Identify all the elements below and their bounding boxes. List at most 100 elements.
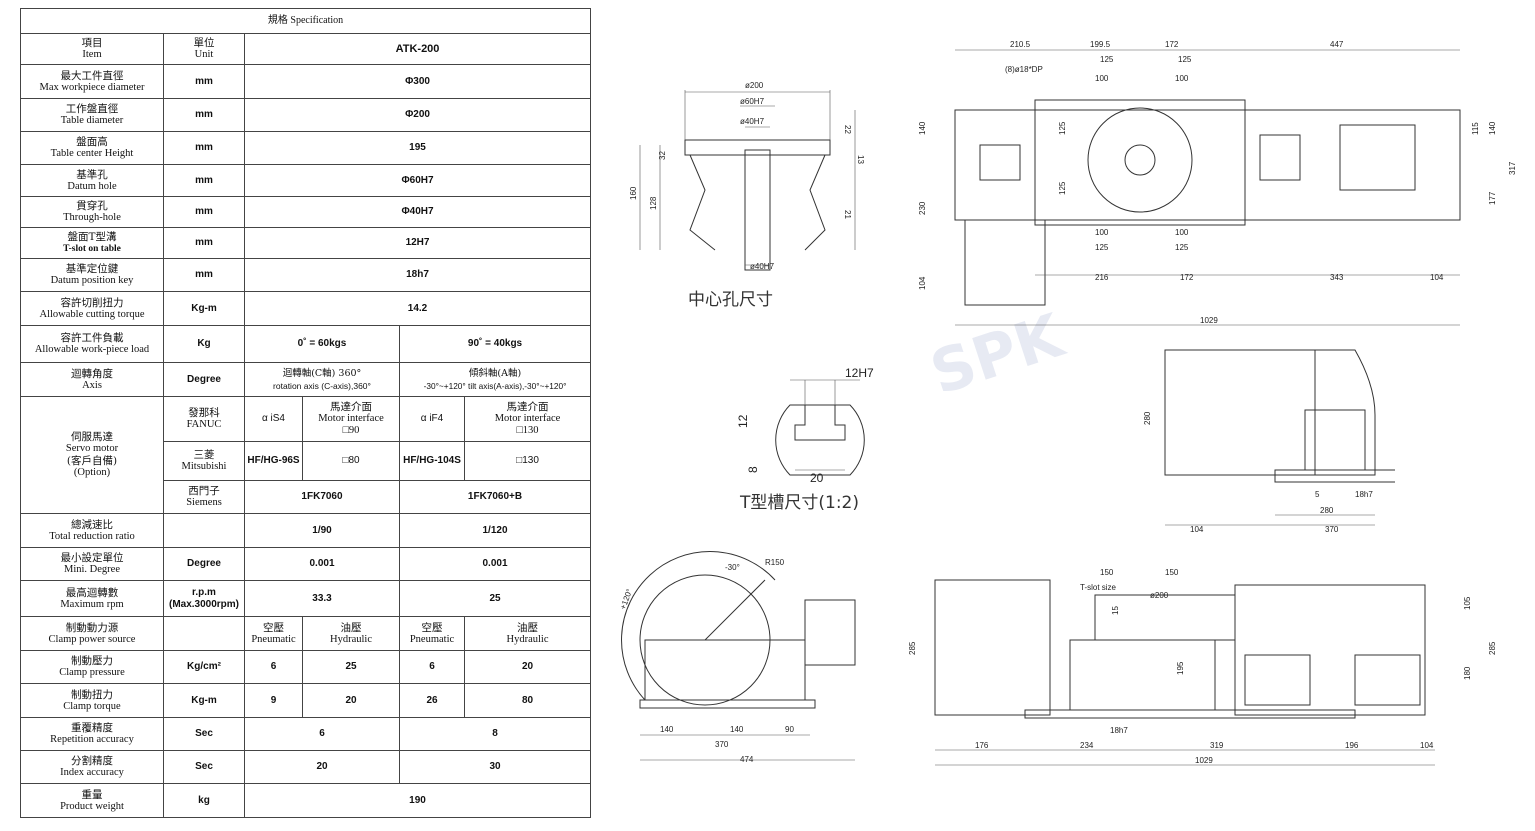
siemens-c: 1FK7060 — [244, 480, 400, 514]
svg-text:(8)ø18*DP: (8)ø18*DP — [1005, 65, 1043, 74]
row-unit: Kg — [163, 325, 245, 363]
row-unit: Kg-m — [163, 291, 245, 326]
svg-text:140: 140 — [918, 121, 927, 135]
siemens-a: 1FK7060+B — [398, 480, 592, 514]
svg-text:199.5: 199.5 — [1090, 40, 1111, 49]
row-unit: Degree — [163, 547, 245, 581]
svg-text:285: 285 — [908, 641, 917, 655]
row-value: Φ40H7 — [243, 196, 592, 228]
row-value: 80 — [463, 683, 592, 718]
row-value-c: 迴轉軸(C軸) 360°rotation axis (C-axis),360° — [244, 362, 400, 397]
svg-text:22: 22 — [843, 125, 852, 134]
row-value: 195 — [243, 131, 592, 165]
row-unit — [163, 513, 245, 548]
svg-text:90: 90 — [785, 725, 794, 734]
svg-text:125: 125 — [1058, 181, 1067, 195]
svg-text:150: 150 — [1100, 568, 1114, 577]
row-unit: Sec — [163, 750, 245, 784]
svg-text:280: 280 — [1320, 506, 1334, 515]
row-unit: Degree — [163, 362, 245, 397]
svg-text:125: 125 — [1175, 243, 1189, 252]
row-unit: mm — [163, 258, 245, 292]
row-unit: Kg-m — [163, 683, 245, 718]
row-value: 25 — [302, 650, 400, 684]
svg-text:447: 447 — [1330, 40, 1344, 49]
svg-text:125: 125 — [1058, 121, 1067, 135]
svg-text:196: 196 — [1345, 741, 1359, 750]
svg-text:100: 100 — [1095, 74, 1109, 83]
row-unit: mm — [163, 64, 245, 99]
svg-text:T-slot size: T-slot size — [1080, 583, 1117, 592]
tslot-drawing: 12H7 12 8 20 T型槽尺寸(1:2) — [736, 366, 874, 513]
svg-text:ø40H7: ø40H7 — [740, 117, 765, 126]
svg-text:172: 172 — [1180, 273, 1194, 282]
row-value: 14.2 — [243, 291, 592, 326]
row-unit: mm — [163, 227, 245, 259]
svg-text:100: 100 — [1175, 228, 1189, 237]
svg-text:8: 8 — [746, 466, 760, 473]
svg-text:160: 160 — [629, 186, 638, 200]
svg-text:180: 180 — [1463, 666, 1472, 680]
row-value-a: 25 — [398, 580, 592, 617]
svg-text:18h7: 18h7 — [1110, 726, 1128, 735]
row-value-a: 傾斜軸(A軸)-30°~+120° tilt axis(A-axis),-30°… — [398, 362, 592, 397]
fanuc-a-model: α iF4 — [399, 396, 465, 442]
row-value-a: 0.001 — [398, 547, 592, 581]
svg-text:317: 317 — [1508, 161, 1517, 175]
row-value: Φ200 — [243, 98, 592, 132]
svg-text:100: 100 — [1095, 228, 1109, 237]
header-model: ATK-200 — [243, 33, 592, 65]
svg-text:210.5: 210.5 — [1010, 40, 1031, 49]
svg-text:5: 5 — [1315, 490, 1320, 499]
center-hole-caption: 中心孔尺寸 — [688, 290, 773, 310]
row-value: 20 — [463, 650, 592, 684]
row-value-c: 1/90 — [244, 513, 400, 548]
row-unit — [163, 616, 245, 651]
svg-text:104: 104 — [1430, 273, 1444, 282]
svg-text:125: 125 — [1095, 243, 1109, 252]
svg-text:1029: 1029 — [1200, 316, 1218, 325]
svg-text:370: 370 — [1325, 525, 1339, 534]
row-value: 26 — [399, 683, 465, 718]
svg-text:319: 319 — [1210, 741, 1224, 750]
mitsubishi-c-model: HF/HG-96S — [244, 441, 303, 481]
row-value: 6 — [244, 650, 303, 684]
row-value: 18h7 — [243, 258, 592, 292]
row-value: Φ60H7 — [243, 164, 592, 197]
row-unit: mm — [163, 196, 245, 228]
row-unit: mm — [163, 164, 245, 197]
svg-text:15: 15 — [1111, 606, 1120, 615]
row-value-c: 6 — [244, 717, 400, 751]
svg-text:18h7: 18h7 — [1355, 490, 1373, 499]
top-view-drawing: 210.5 199.5 172 447 (8)ø18*DP 125 125 100 10… — [918, 40, 1517, 326]
row-value: 9 — [244, 683, 303, 718]
row-value: 190 — [243, 783, 592, 818]
row-value: 6 — [399, 650, 465, 684]
svg-text:13: 13 — [856, 155, 865, 164]
row-unit: mm — [163, 131, 245, 165]
svg-text:115: 115 — [1471, 122, 1480, 135]
